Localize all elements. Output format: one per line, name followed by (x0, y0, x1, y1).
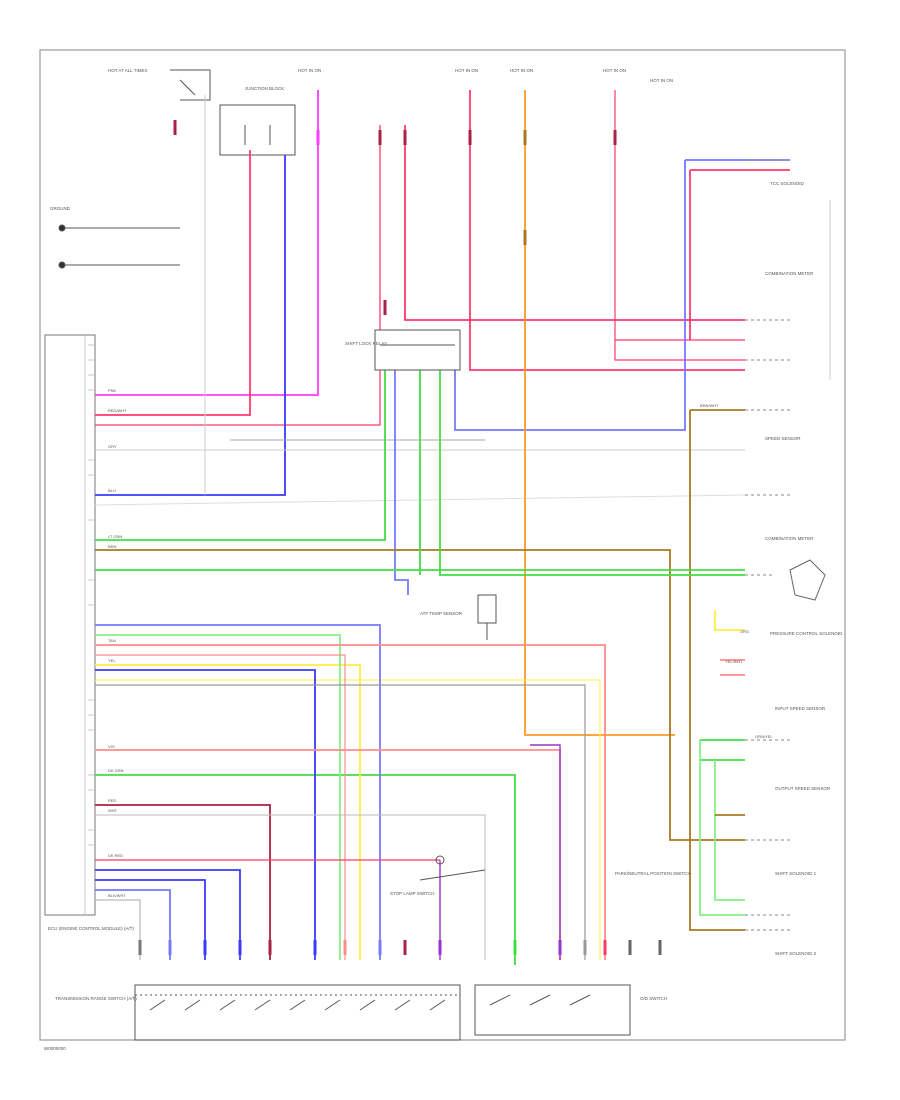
od-switch-label: O/D SWITCH (640, 996, 667, 1001)
ground-label: GROUND (50, 206, 71, 211)
fuse-label-6: HOT IN ON (650, 78, 673, 83)
output-speed-label: OUTPUT SPEED SENSOR (775, 786, 831, 791)
wire-harness (94, 90, 790, 965)
wire-tag-ltgrn: LT GRN (108, 534, 122, 539)
wire-red-to-meter (469, 90, 745, 371)
fuse-label-5: HOT IN ON (603, 68, 626, 73)
wire-dk-red (95, 804, 271, 960)
wire-yellow-ecm (95, 664, 361, 960)
shift-solenoid-2-label: SHIFT SOLENOID 2 (775, 951, 817, 956)
wire-green-vert (699, 740, 745, 916)
wire-blue-mid (394, 365, 409, 595)
wire-green-ecm (95, 365, 386, 541)
fuse-label-1: HOT AT ALL TIMES (108, 68, 148, 73)
brake-switch-label: STOP LAMP SWITCH (390, 891, 435, 896)
speed-sensor-label: SPEED SENSOR (765, 436, 801, 441)
ecm-pin-ticks (88, 344, 95, 846)
wire-yellow-right (714, 610, 745, 631)
junction-block-label: JUNCTION BLOCK (245, 86, 284, 91)
combination-meter-top-label: COMBINATION METER (765, 271, 814, 276)
input-speed-label: INPUT SPEED SENSOR (775, 706, 826, 711)
wire-tag-blkwht: BLK/WHT (108, 893, 126, 898)
wire-tag-grnyel: GRN/YEL (755, 734, 773, 739)
wire-blue-right-down (454, 160, 686, 431)
wire-red-2 (95, 125, 381, 426)
wire-tag-red: RED (108, 798, 117, 803)
brake-switch (419, 855, 486, 881)
wire-gray-fan (95, 814, 486, 960)
tcc-solenoid-label: TCC SOLENOID (770, 181, 805, 186)
wire-blue-fan-2 (95, 879, 206, 960)
wire-green-right-2 (439, 365, 745, 576)
atf-temp-sensor (477, 594, 497, 640)
wire-tag-dkgrn: DK GRN (108, 768, 124, 773)
wire-pink-2 (614, 90, 745, 361)
wire-green-low (95, 774, 516, 965)
wire-red-low (95, 644, 606, 960)
ecm-label: ECU (ENGINE CONTROL MODULE) (A/T) (48, 926, 134, 931)
fuse-label-3: HOT IN ON (455, 68, 478, 73)
combination-meter-gauge (789, 559, 826, 601)
wire-tag-pnk: PNK (108, 388, 117, 393)
wire-red-top-right (404, 125, 745, 321)
wire-tag-yelred: YEL/RED (725, 659, 742, 664)
od-switch-block (474, 984, 631, 1036)
wire-blue-low (95, 624, 381, 960)
shift-lock-relay (374, 329, 461, 371)
wire-violet (530, 744, 561, 960)
wire-blue-fan-3 (95, 889, 171, 960)
wire-tag-blu: BLU (108, 488, 116, 493)
shift-solenoid-1-label: SHIFT SOLENOID 1 (775, 871, 817, 876)
wire-blue-top (95, 155, 286, 496)
wire-pink-right (95, 749, 561, 960)
diagram-frame (39, 49, 846, 1041)
wire-orange (524, 90, 675, 736)
park-neutral-label: PARK/NEUTRAL POSITION SWITCH (615, 871, 691, 876)
pressure-control-label: PRESSURE CONTROL SOLENOID (770, 631, 843, 636)
wire-brown-right-2 (689, 410, 745, 931)
transmission-range-switch (134, 984, 461, 1041)
wire-blue-fan-1 (95, 869, 241, 960)
wire-green-low-2 (95, 634, 341, 960)
wire-gray-low (95, 684, 586, 960)
right-connectors (745, 159, 831, 931)
fuse-label-4: HOT IN ON (510, 68, 533, 73)
transmission-range-switch-label: TRANSMISSION RANGE SWITCH (A/T) (55, 996, 137, 1001)
wire-tag-yel: YEL (108, 658, 116, 663)
wire-tag-dkred: DK RED (108, 853, 123, 858)
wire-tag-wht: WHT (108, 808, 118, 813)
wire-tag-brn: BRN (108, 544, 117, 549)
wire-pink-low (95, 654, 346, 960)
bottom-pins (138, 940, 662, 955)
wire-tag-gry: GRY (108, 444, 117, 449)
wire-blue-low-2 (95, 669, 316, 960)
wire-red-1 (95, 150, 251, 416)
wire-green-right-low (714, 760, 745, 901)
wire-tag-org: ORG (740, 629, 749, 634)
wire-brown-ecm (95, 549, 745, 841)
wire-tag-brnwht: BRN/WHT (700, 403, 719, 408)
footer-code: W0000000 (44, 1046, 66, 1051)
junction-block (170, 69, 296, 156)
ecm-module (44, 334, 96, 916)
atf-temp-sensor-label: ATF TEMP SENSOR (420, 611, 463, 616)
top-pins (173, 120, 617, 315)
wire-tag-redwht: RED/WHT (108, 408, 127, 413)
wire-yellow-long (95, 679, 601, 960)
combination-meter-mid-label: COMBINATION METER (765, 536, 814, 541)
fuse-label-2: HOT IN ON (298, 68, 321, 73)
wire-tag-tan: TAN (108, 638, 116, 643)
wire-tag-vio: VIO (108, 744, 115, 749)
shift-lock-relay-label: SHIFT LOCK RELAY (345, 341, 387, 346)
left-sensors (58, 224, 180, 269)
wire-pink (95, 90, 319, 396)
